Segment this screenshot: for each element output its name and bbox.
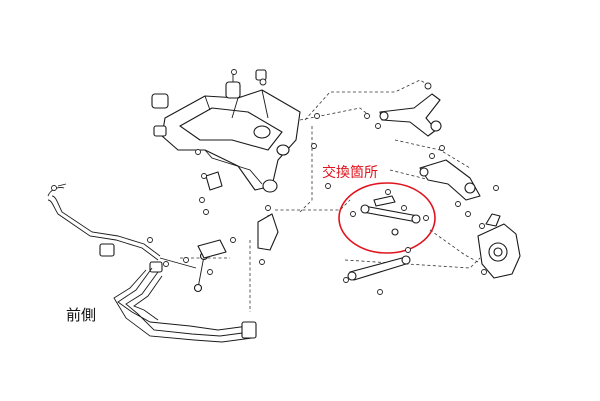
subframe-mounts — [151, 69, 267, 137]
front-side-label: 前側 — [66, 306, 97, 324]
replacement-link — [360, 195, 421, 236]
upper-arm — [379, 93, 442, 137]
brackets — [197, 171, 279, 259]
rear-knuckle — [477, 213, 521, 279]
rear-subframe — [161, 89, 301, 193]
replacement-location-label: 交換箇所 — [322, 165, 378, 181]
lateral-link — [347, 255, 411, 281]
bolts — [51, 69, 499, 295]
replacement-highlight-circle — [338, 182, 436, 254]
stabilizer-link — [193, 251, 209, 293]
stabilizer-bar — [47, 183, 197, 273]
exhaust-pipes — [113, 267, 257, 343]
lower-arm — [419, 159, 481, 201]
